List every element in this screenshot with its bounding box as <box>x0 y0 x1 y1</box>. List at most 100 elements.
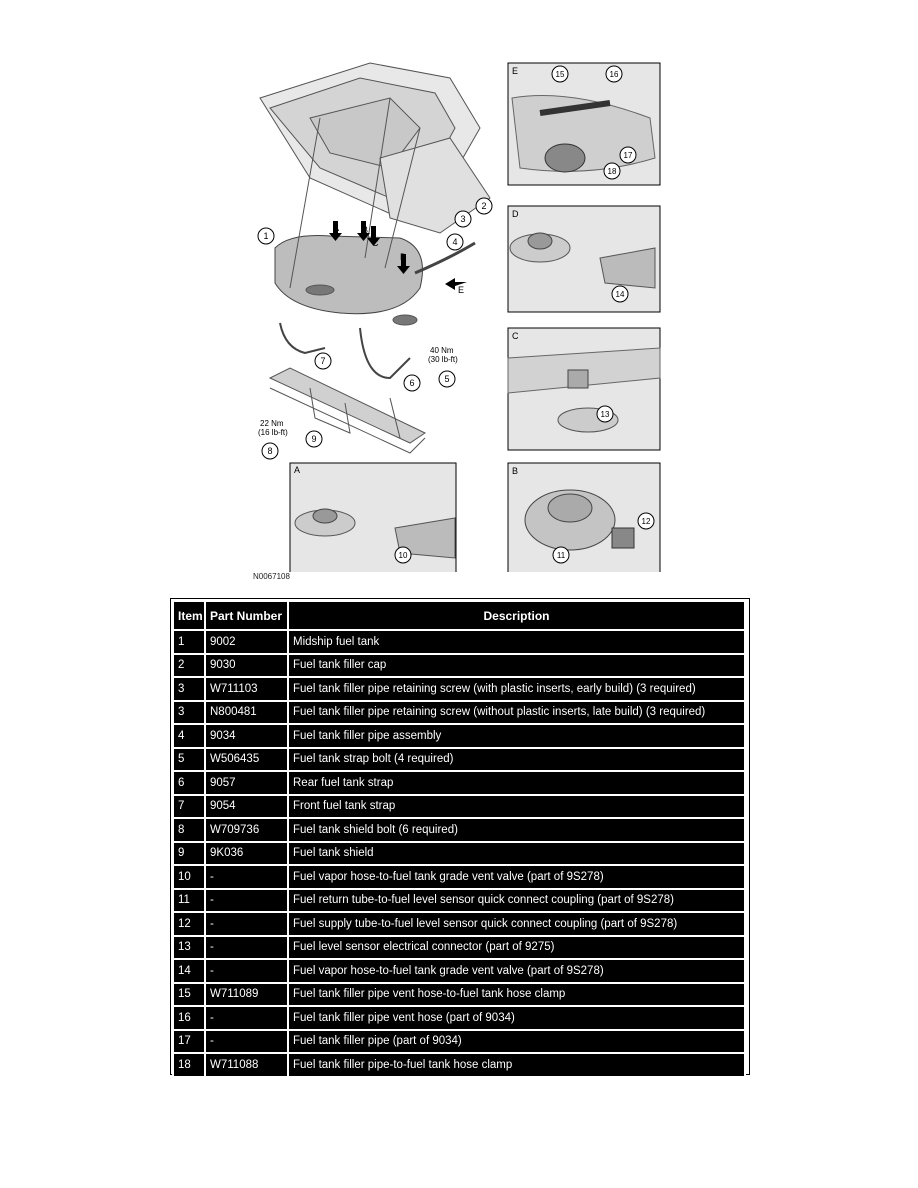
svg-text:B: B <box>512 466 518 476</box>
cell-description: Fuel supply tube-to-fuel level sensor qu… <box>287 911 746 937</box>
svg-text:13: 13 <box>601 410 610 419</box>
detail-panel-d: D 14 <box>507 205 661 313</box>
cell-part-number: - <box>204 934 289 960</box>
cell-item: 1 <box>172 629 206 655</box>
callouts: 1 2 3 4 5 6 7 8 9 <box>257 197 493 460</box>
cell-item: 10 <box>172 864 206 890</box>
svg-text:E: E <box>512 66 518 76</box>
svg-text:2: 2 <box>481 201 486 211</box>
cell-description: Fuel vapor hose-to-fuel tank grade vent … <box>287 864 746 890</box>
cell-item: 7 <box>172 793 206 819</box>
cell-item: 15 <box>172 981 206 1007</box>
cell-part-number: 9057 <box>204 770 289 796</box>
svg-text:12: 12 <box>642 517 651 526</box>
svg-text:B: B <box>362 225 368 235</box>
cell-item: 14 <box>172 958 206 984</box>
cell-item: 4 <box>172 723 206 749</box>
svg-text:1: 1 <box>263 231 268 241</box>
detail-panel-a: A 10 <box>289 462 457 572</box>
svg-text:18: 18 <box>608 167 617 176</box>
cell-part-number: - <box>204 864 289 890</box>
header-description: Description <box>287 600 746 631</box>
cell-item: 17 <box>172 1028 206 1054</box>
cell-item: 11 <box>172 887 206 913</box>
cell-description: Fuel tank filler pipe assembly <box>287 723 746 749</box>
table-row: 12-Fuel supply tube-to-fuel level sensor… <box>172 911 746 937</box>
cell-part-number: - <box>204 958 289 984</box>
cell-description: Midship fuel tank <box>287 629 746 655</box>
cell-item: 9 <box>172 840 206 866</box>
cell-part-number: 9030 <box>204 652 289 678</box>
svg-text:7: 7 <box>320 356 325 366</box>
cell-part-number: W711088 <box>204 1052 289 1078</box>
svg-text:17: 17 <box>624 151 633 160</box>
cell-part-number: 9034 <box>204 723 289 749</box>
exploded-diagram: A B C D E 40 Nm (30 lb-ft) 22 Nm (16 lb-… <box>250 58 665 586</box>
table-row: 10-Fuel vapor hose-to-fuel tank grade ve… <box>172 864 746 890</box>
cell-part-number: 9054 <box>204 793 289 819</box>
cell-description: Fuel return tube-to-fuel level sensor qu… <box>287 887 746 913</box>
cell-item: 12 <box>172 911 206 937</box>
table-row: 17-Fuel tank filler pipe (part of 9034) <box>172 1028 746 1054</box>
svg-text:D: D <box>400 252 407 262</box>
cell-part-number: 9002 <box>204 629 289 655</box>
svg-text:(16 lb-ft): (16 lb-ft) <box>258 428 288 437</box>
svg-text:4: 4 <box>452 237 457 247</box>
table-row: 11-Fuel return tube-to-fuel level sensor… <box>172 887 746 913</box>
cell-item: 18 <box>172 1052 206 1078</box>
svg-text:C: C <box>512 331 519 341</box>
svg-text:11: 11 <box>557 551 566 560</box>
cell-item: 8 <box>172 817 206 843</box>
view-letter: A <box>333 223 339 233</box>
cell-item: 5 <box>172 746 206 772</box>
cell-description: Front fuel tank strap <box>287 793 746 819</box>
cell-item: 3 <box>172 676 206 702</box>
cell-part-number: W506435 <box>204 746 289 772</box>
cell-part-number: W711103 <box>204 676 289 702</box>
cell-part-number: - <box>204 1028 289 1054</box>
svg-text:C: C <box>372 238 379 248</box>
svg-text:22 Nm: 22 Nm <box>260 419 284 428</box>
header-item: Item <box>172 600 206 631</box>
cell-item: 6 <box>172 770 206 796</box>
svg-text:9: 9 <box>311 434 316 444</box>
cell-part-number: 9K036 <box>204 840 289 866</box>
cell-description: Fuel tank filler cap <box>287 652 746 678</box>
cell-description: Rear fuel tank strap <box>287 770 746 796</box>
header-part-number: Part Number <box>204 600 289 631</box>
detail-panel-c: C 13 <box>507 327 661 451</box>
cell-description: Fuel level sensor electrical connector (… <box>287 934 746 960</box>
cell-description: Fuel tank filler pipe vent hose-to-fuel … <box>287 981 746 1007</box>
cell-item: 2 <box>172 652 206 678</box>
cell-part-number: - <box>204 911 289 937</box>
cell-part-number: - <box>204 1005 289 1031</box>
svg-text:3: 3 <box>460 214 465 224</box>
svg-text:14: 14 <box>616 290 625 299</box>
cell-part-number: W709736 <box>204 817 289 843</box>
cell-part-number: N800481 <box>204 699 289 725</box>
cell-description: Fuel tank shield bolt (6 required) <box>287 817 746 843</box>
view-arrows: A B C D E <box>329 221 467 295</box>
svg-text:6: 6 <box>409 378 414 388</box>
svg-text:A: A <box>294 465 300 475</box>
svg-text:10: 10 <box>399 551 408 560</box>
cell-description: Fuel tank strap bolt (4 required) <box>287 746 746 772</box>
main-view <box>259 62 491 454</box>
cell-item: 13 <box>172 934 206 960</box>
cell-item: 3 <box>172 699 206 725</box>
detail-panel-b: B 12 11 <box>507 462 661 572</box>
svg-text:8: 8 <box>267 446 272 456</box>
cell-description: Fuel vapor hose-to-fuel tank grade vent … <box>287 958 746 984</box>
